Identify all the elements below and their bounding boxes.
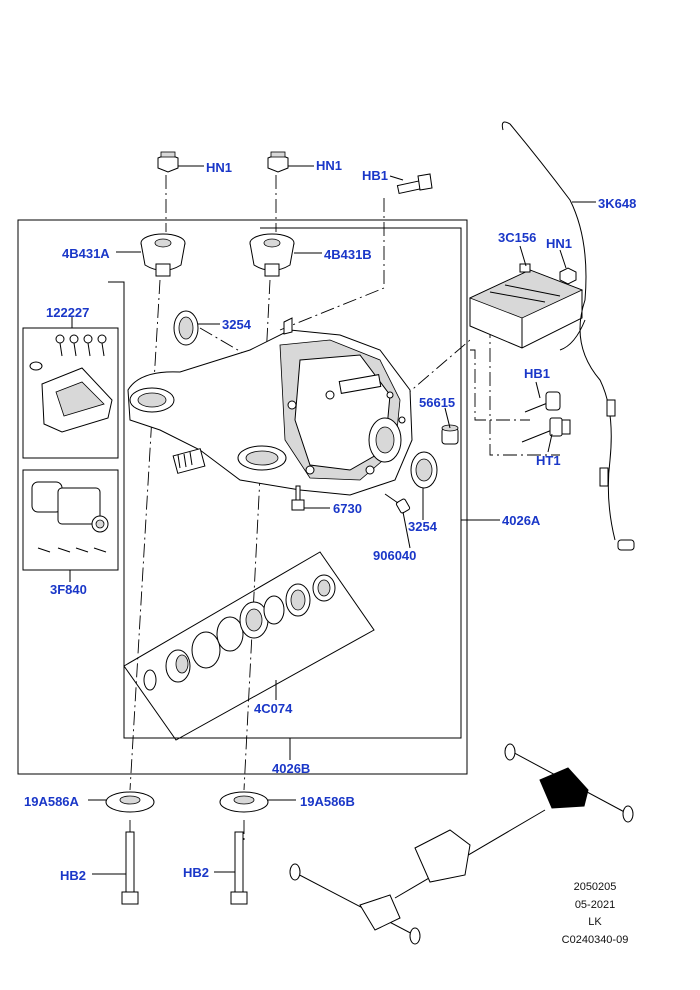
label-hb2-right: HB2 (183, 865, 209, 880)
label-56615: 56615 (419, 395, 455, 410)
bolt-hb2-left[interactable] (121, 831, 139, 905)
module-3c156[interactable] (468, 263, 584, 349)
plug-6730[interactable] (291, 485, 305, 511)
kit-4c074[interactable] (143, 574, 336, 691)
label-hb2-left: HB2 (60, 868, 86, 883)
label-hn1-left: HN1 (206, 160, 232, 175)
mount-19a586b[interactable] (219, 791, 269, 813)
seal-3254-bottom[interactable] (410, 451, 438, 489)
seal-3254-top[interactable] (173, 310, 199, 346)
label-4026b: 4026B (272, 761, 310, 776)
label-122227: 122227 (46, 305, 89, 320)
mount-4b431b[interactable] (249, 233, 295, 277)
label-3k648: 3K648 (598, 196, 636, 211)
label-19a586b: 19A586B (300, 794, 355, 809)
actuator-3f840[interactable] (31, 481, 109, 553)
label-3f840: 3F840 (50, 582, 87, 597)
vehicle-driveline-locator (289, 743, 634, 945)
inner-frame-4026a (108, 227, 462, 739)
nut-hn1-left[interactable] (157, 151, 179, 173)
label-4c074: 4C074 (254, 701, 293, 716)
label-3254-bottom: 3254 (408, 519, 438, 534)
label-3c156: 3C156 (498, 230, 536, 245)
nut-hn1-mid[interactable] (267, 151, 289, 173)
label-6730: 6730 (333, 501, 362, 516)
box-4c074 (123, 551, 375, 741)
bolt-hb1-top[interactable] (396, 173, 433, 195)
drawing-date: 05-2021 (575, 899, 615, 911)
harness-3k648[interactable] (501, 121, 635, 551)
drawing-region: LK (588, 916, 602, 928)
label-3254-top: 3254 (222, 317, 252, 332)
nut-hn1-right[interactable] (559, 267, 577, 285)
label-hb1-right: HB1 (524, 366, 550, 381)
label-hn1-mid: HN1 (316, 158, 342, 173)
drawing-ref: C0240340-09 (562, 934, 629, 946)
differential-housing-4026a[interactable] (127, 317, 413, 496)
outer-frame-4026b (17, 219, 468, 775)
bolt-hb1-right[interactable] (524, 391, 561, 413)
label-906040: 906040 (373, 548, 416, 563)
drawing-code: 2050205 (574, 881, 617, 893)
label-hb1-top: HB1 (362, 168, 388, 183)
stud-ht1[interactable] (521, 417, 571, 443)
sensor-906040[interactable] (384, 493, 411, 514)
label-19a586a: 19A586A (24, 794, 80, 809)
bolt-hb2-right[interactable] (230, 831, 248, 905)
label-hn1-right: HN1 (546, 236, 572, 251)
bracket-122227[interactable] (29, 334, 113, 433)
label-4026a: 4026A (502, 513, 541, 528)
mount-4b431a[interactable] (140, 233, 186, 277)
label-4b431b: 4B431B (324, 247, 372, 262)
mount-19a586a[interactable] (105, 791, 155, 813)
label-ht1: HT1 (536, 453, 561, 468)
box-122227 (22, 327, 119, 459)
label-4b431a: 4B431A (62, 246, 110, 261)
